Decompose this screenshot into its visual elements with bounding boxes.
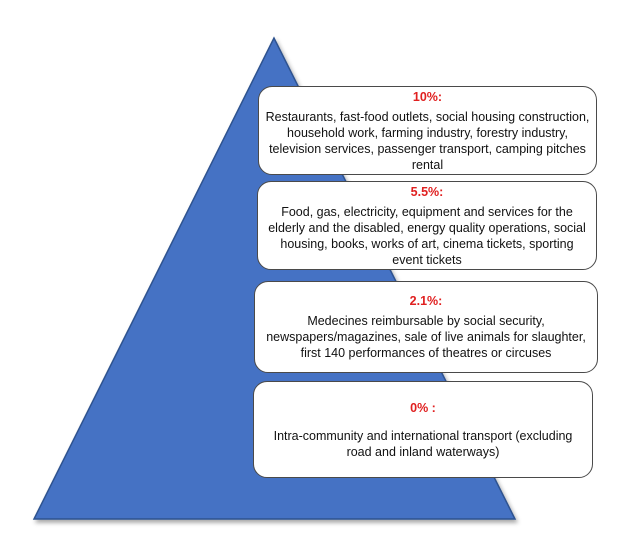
- tier-description: Medecines reimbursable by social securit…: [266, 314, 586, 360]
- tier-box-2-1-percent: 2.1%: Medecines reimbursable by social s…: [254, 281, 598, 373]
- tier-box-5-5-percent: 5.5%: Food, gas, electricity, equipment …: [257, 181, 597, 270]
- tier-rate-label: 0% :: [410, 400, 436, 415]
- tier-description: Restaurants, fast-food outlets, social h…: [265, 109, 590, 172]
- tier-rate-label: 10%:: [412, 89, 443, 104]
- tier-box-10-percent: 10%: Restaurants, fast-food outlets, soc…: [258, 86, 597, 175]
- tier-rate-label: 2.1%:: [409, 294, 443, 308]
- tier-rate-label: 5.5%:: [410, 184, 444, 199]
- tier-description: Intra-community and international transp…: [273, 428, 573, 459]
- tier-box-0-percent: 0% : Intra-community and international t…: [253, 381, 593, 478]
- tier-description: Food, gas, electricity, equipment and se…: [268, 204, 586, 267]
